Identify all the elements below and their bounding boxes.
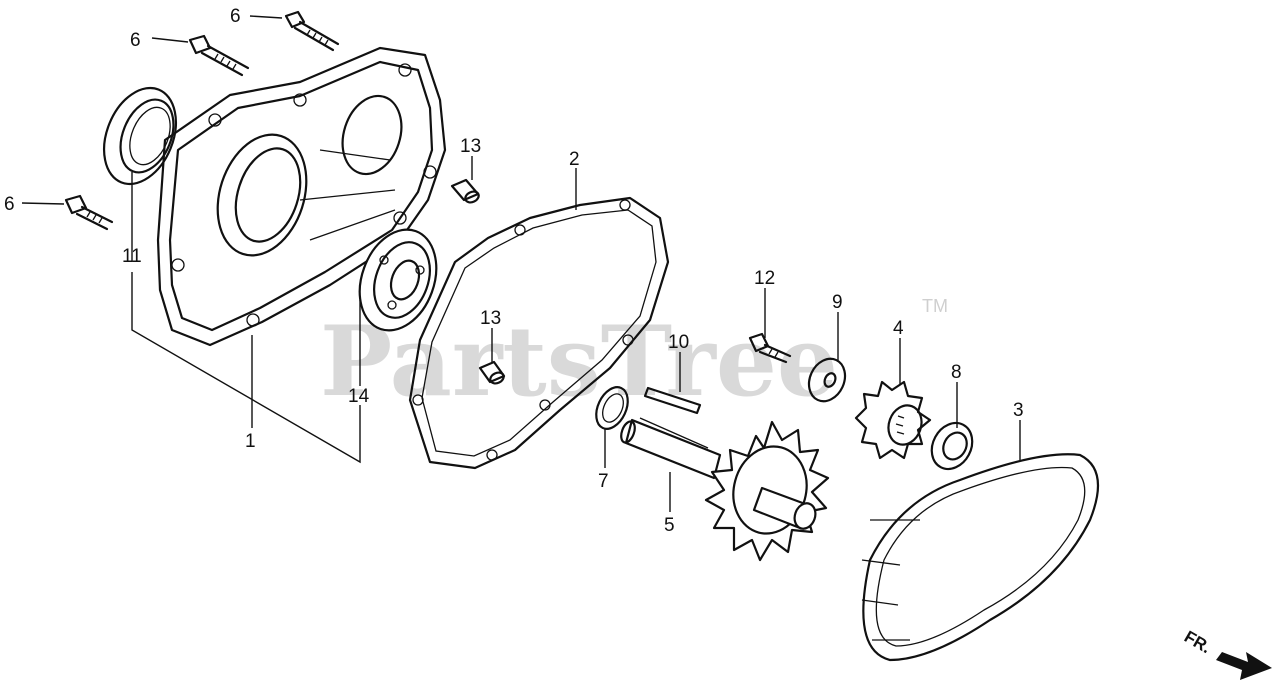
transmission-cover-1[interactable] — [156, 46, 447, 347]
dowel-pin-13-lower[interactable] — [478, 360, 506, 385]
callout-12[interactable]: 12 — [754, 268, 775, 289]
oil-seal-11[interactable] — [91, 77, 190, 194]
callout-2[interactable]: 2 — [569, 149, 580, 170]
callout-4[interactable]: 4 — [893, 318, 904, 339]
bolt-6-upper[interactable] — [188, 34, 250, 77]
drive-sprocket-4[interactable] — [854, 380, 932, 460]
callout-1[interactable]: 1 — [245, 431, 256, 452]
callout-10[interactable]: 10 — [668, 332, 689, 353]
fr-label: FR. — [1181, 627, 1214, 657]
callout-7[interactable]: 7 — [598, 471, 609, 492]
gasket-2[interactable] — [408, 196, 670, 470]
bolt-12[interactable] — [748, 332, 792, 364]
washer-9[interactable] — [802, 353, 851, 407]
chain-3[interactable] — [861, 453, 1100, 662]
dowel-pin-13-upper[interactable] — [450, 178, 480, 204]
callout-13-lower[interactable]: 13 — [480, 308, 501, 329]
bolt-6-top[interactable] — [284, 10, 340, 52]
callout-labels: 6 6 6 11 13 13 2 1 14 12 9 4 10 8 3 7 5 — [4, 6, 1024, 536]
o-ring-7[interactable] — [590, 382, 634, 434]
callout-9[interactable]: 9 — [832, 292, 843, 313]
bolt-6-left[interactable] — [64, 194, 114, 231]
callout-5[interactable]: 5 — [664, 515, 675, 536]
callout-14[interactable]: 14 — [348, 386, 370, 407]
key-10[interactable] — [643, 386, 702, 415]
callout-6-top[interactable]: 6 — [230, 6, 241, 27]
callout-13-upper[interactable]: 13 — [460, 136, 481, 157]
shaft-sprocket-5[interactable] — [619, 417, 830, 562]
callout-6-left[interactable]: 6 — [4, 194, 15, 215]
fr-arrow-icon — [1216, 652, 1272, 680]
callout-11[interactable]: 11 — [122, 246, 142, 267]
watermark-tm: TM — [922, 296, 948, 316]
callout-8[interactable]: 8 — [951, 362, 962, 383]
bearing-14[interactable] — [346, 219, 449, 341]
callout-3[interactable]: 3 — [1013, 400, 1024, 421]
front-direction-indicator: FR. — [1181, 627, 1272, 680]
washer-8[interactable] — [924, 416, 980, 476]
callout-6-upper[interactable]: 6 — [130, 30, 141, 51]
leader-lines — [21, 15, 1021, 512]
